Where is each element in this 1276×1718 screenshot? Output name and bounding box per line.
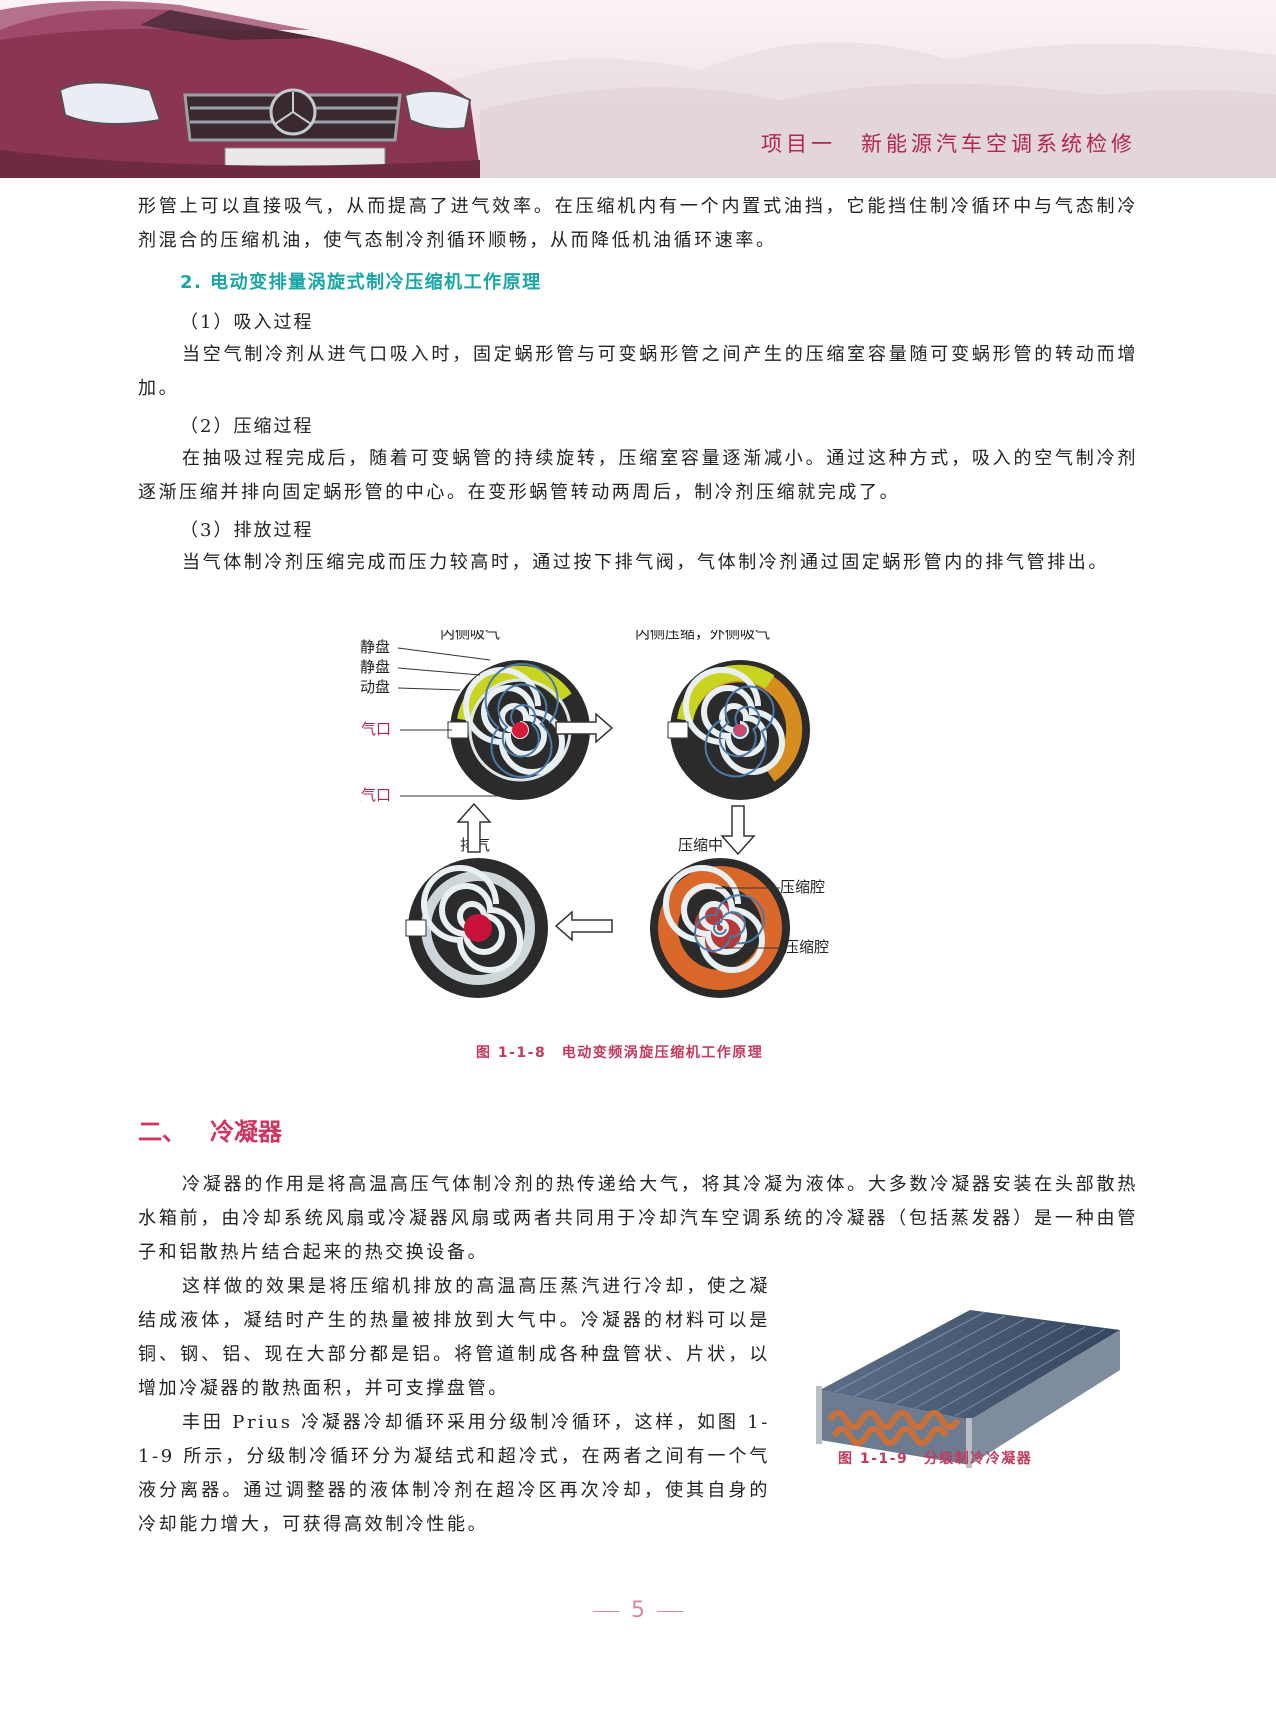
step-label-compression: （2）压缩过程 — [180, 416, 314, 437]
condenser-image — [816, 1310, 1120, 1468]
label-chamber-2: 压缩腔 — [784, 938, 829, 956]
arrow-left-icon — [554, 910, 613, 942]
section-heading: 二、冷凝器 — [138, 1112, 282, 1147]
label-compressing: 压缩中 — [678, 836, 723, 854]
sub-heading: 2. 电动变排量涡旋式制冷压缩机工作原理 — [180, 272, 542, 293]
condenser-paragraph-3: 丰田 Prius 冷凝器冷却循环采用分级制冷循环，这样，如图 1-1-9 所示，… — [138, 1412, 770, 1535]
header-banner: 项目一 新能源汽车空调系统检修 — [0, 0, 1276, 178]
arrow-right-icon — [555, 712, 614, 744]
step-text-intake: 当空气制冷剂从进气口吸入时，固定蜗形管与可变蜗形管之间产生的压缩室容量随可变蜗形… — [138, 344, 1138, 399]
condenser-paragraph-2: 这样做的效果是将压缩机排放的高温高压蒸汽进行冷却，使之凝结成液体，凝结时产生的热… — [138, 1276, 770, 1399]
step-text-compression: 在抽吸过程完成后，随着可变蜗管的持续旋转，压缩室容量逐渐减小。通过这种方式，吸入… — [138, 448, 1138, 503]
disc-intake — [447, 660, 590, 800]
disc-compress-intake — [667, 660, 810, 800]
figure-caption-1-1-8: 图 1-1-8 电动变频涡旋压缩机工作原理 — [476, 1045, 764, 1061]
label-inner-compress-outer-intake: 内侧压缩，外侧吸气 — [635, 630, 770, 642]
paragraph-continuation: 形管上可以直接吸气，从而提高了进气效率。在压缩机内有一个内置式油挡，它能挡住制冷… — [138, 196, 1138, 251]
label-intake-port-2: 吸气口 — [360, 786, 391, 804]
section-number: 二、 — [138, 1118, 186, 1146]
label-inner-intake: 内侧吸气 — [440, 630, 500, 642]
figure-caption-1-1-9: 图 1-1-9 分级制冷冷凝器 — [838, 1451, 1033, 1467]
section-title: 冷凝器 — [210, 1118, 282, 1146]
header-title: 项目一 新能源汽车空调系统检修 — [761, 132, 1136, 156]
label-static-disc-1: 静盘 — [360, 638, 390, 656]
disc-compressing — [650, 858, 790, 998]
label-static-disc-2: 静盘 — [360, 658, 390, 676]
step-text-discharge: 当气体制冷剂压缩完成而压力较高时，通过按下排气阀，气体制冷剂通过固定蜗形管内的排… — [182, 552, 1109, 573]
arrow-down-icon — [720, 805, 756, 856]
disc-exhaust — [405, 858, 548, 998]
car-illustration — [0, 1, 1276, 178]
scroll-compressor-diagram: 内侧吸气 静盘 静盘 动盘 吸气口 吸气口 内侧压缩，外侧吸气 压缩中 压缩腔 … — [360, 630, 829, 998]
label-moving-disc: 动盘 — [360, 678, 390, 696]
page-number-value: 5 — [631, 1598, 645, 1623]
label-chamber-1: 压缩腔 — [780, 878, 825, 896]
step-label-intake: （1）吸入过程 — [180, 312, 314, 333]
arrow-up-icon — [456, 802, 492, 853]
page-number: 5 — [0, 1598, 1276, 1623]
label-intake-port-1: 吸气口 — [360, 720, 391, 738]
step-label-discharge: （3）排放过程 — [180, 520, 314, 541]
condenser-paragraph-1: 冷凝器的作用是将高温高压气体制冷剂的热传递给大气，将其冷凝为液体。大多数冷凝器安… — [138, 1174, 1138, 1263]
